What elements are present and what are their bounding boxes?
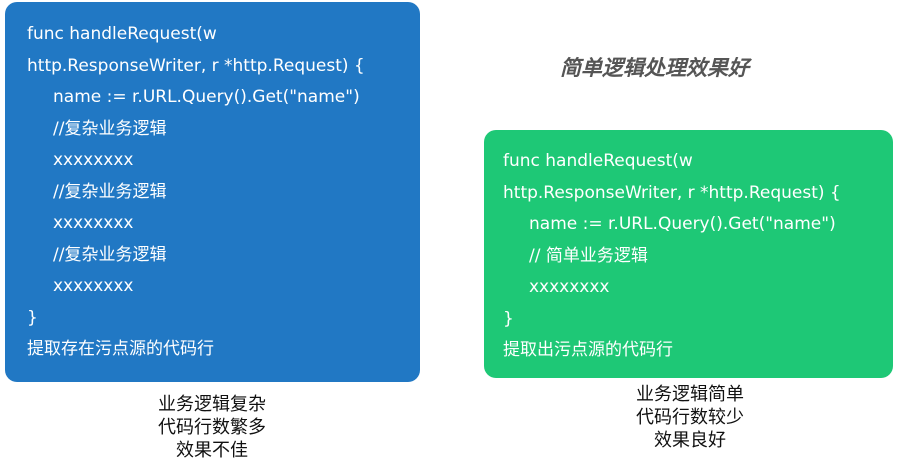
card-footer-text: 提取存在污点源的代码行 bbox=[27, 339, 214, 359]
complex-logic-code-card: func handleRequest(w http.ResponseWriter… bbox=[5, 2, 420, 382]
code-placeholder: xxxxxxxx bbox=[529, 277, 610, 297]
complex-logic-caption: 业务逻辑复杂 代码行数繁多 效果不佳 bbox=[112, 393, 312, 462]
code-placeholder: xxxxxxxx bbox=[53, 276, 134, 296]
code-line: name := r.URL.Query().Get("name") bbox=[53, 87, 360, 107]
code-line: } bbox=[27, 307, 38, 328]
code-comment: // 简单业务逻辑 bbox=[529, 245, 648, 266]
code-line: http.ResponseWriter, r *http.Request) { bbox=[503, 182, 841, 203]
code-comment: //复杂业务逻辑 bbox=[53, 181, 167, 202]
caption-line: 业务逻辑复杂 bbox=[158, 394, 266, 415]
code-line: func handleRequest(w bbox=[27, 24, 217, 44]
caption-line: 效果不佳 bbox=[176, 440, 248, 461]
code-placeholder: xxxxxxxx bbox=[53, 150, 134, 170]
code-comment: //复杂业务逻辑 bbox=[53, 244, 167, 265]
caption-line: 效果良好 bbox=[654, 430, 726, 451]
caption-line: 代码行数繁多 bbox=[158, 417, 266, 438]
code-line: name := r.URL.Query().Get("name") bbox=[529, 214, 836, 234]
simple-logic-caption: 业务逻辑简单 代码行数较少 效果良好 bbox=[590, 383, 790, 452]
code-line: http.ResponseWriter, r *http.Request) { bbox=[27, 55, 365, 76]
code-line: func handleRequest(w bbox=[503, 151, 693, 171]
caption-line: 业务逻辑简单 bbox=[636, 384, 744, 405]
caption-line: 代码行数较少 bbox=[636, 407, 744, 428]
code-placeholder: xxxxxxxx bbox=[53, 213, 134, 233]
code-line: } bbox=[503, 308, 514, 329]
simple-logic-code-card: func handleRequest(w http.ResponseWriter… bbox=[484, 130, 893, 378]
code-comment: //复杂业务逻辑 bbox=[53, 118, 167, 139]
diagram-heading: 简单逻辑处理效果好 bbox=[560, 56, 749, 80]
card-footer-text: 提取出污点源的代码行 bbox=[503, 340, 673, 360]
